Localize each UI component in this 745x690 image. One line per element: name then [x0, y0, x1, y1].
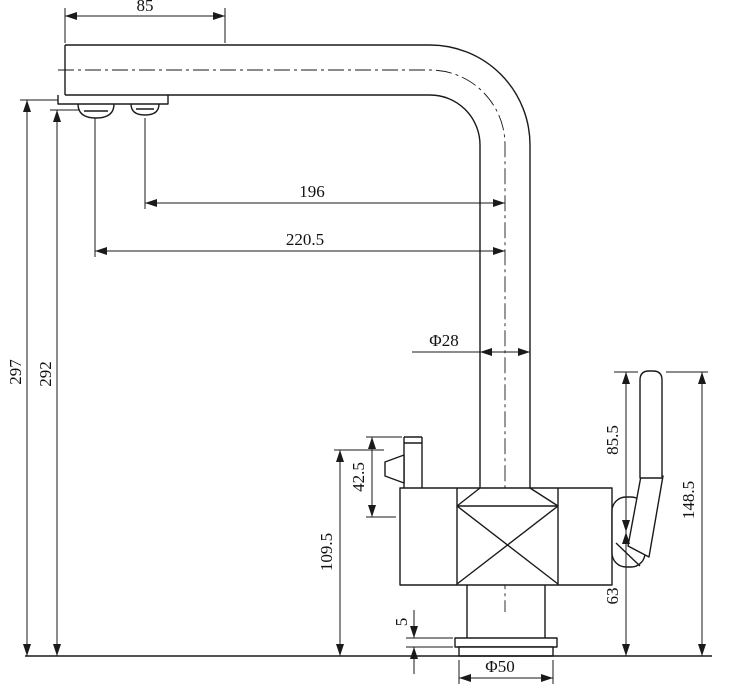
dim-109-5-label: 109.5: [317, 533, 336, 571]
handle-grip: [639, 370, 663, 479]
dim-5: 5: [392, 610, 453, 674]
dim-63-label: 63: [603, 588, 622, 605]
dim-phi28-label: Φ28: [429, 331, 458, 350]
dim-297-label: 297: [6, 359, 25, 385]
dim-292: 292: [36, 109, 80, 656]
dim-42-5: 42.5: [349, 436, 402, 518]
dim-292-label: 292: [36, 361, 55, 387]
dim-109-5: 109.5: [317, 449, 384, 656]
base: [454, 585, 558, 657]
dim-297: 297: [6, 99, 58, 656]
dim-148-5: 148.5: [666, 371, 708, 656]
dim-phi28: Φ28: [412, 331, 530, 356]
dim-85-label: 85: [137, 0, 154, 15]
dim-phi50-label: Φ50: [485, 657, 514, 676]
dim-148-5-label: 148.5: [679, 481, 698, 519]
aerator: [57, 95, 169, 119]
dim-42-5-label: 42.5: [349, 462, 368, 492]
dim-85: 85: [64, 0, 226, 43]
spout-arm-and-riser: [64, 44, 531, 488]
dim-196-label: 196: [299, 182, 325, 201]
dim-196: 196: [144, 118, 505, 209]
dim-5-label: 5: [392, 618, 411, 627]
pipe-centerline: [58, 69, 506, 612]
dim-63: 63: [603, 532, 630, 656]
dim-220-5-label: 220.5: [286, 230, 324, 249]
handle-lever: [627, 475, 664, 558]
dim-85-5: 85.5: [603, 371, 638, 532]
dim-85-5-label: 85.5: [603, 425, 622, 455]
dim-phi50: Φ50: [458, 657, 554, 684]
valve-body: [399, 487, 613, 586]
side-spout: [384, 436, 423, 488]
dim-220-5: 220.5: [94, 118, 505, 257]
handle: [611, 370, 664, 568]
